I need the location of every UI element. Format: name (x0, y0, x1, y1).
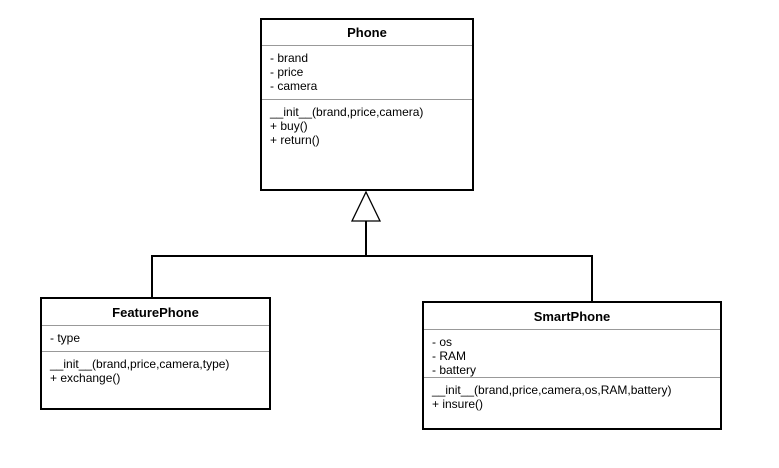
uml-attribute: - RAM (432, 349, 466, 363)
uml-attribute: - type (50, 331, 81, 345)
class-box-smartphone: SmartPhone - os - RAM - battery __init__… (422, 301, 722, 430)
attributes-section-phone: - brand - price - camera (262, 46, 472, 100)
methods-section-phone: __init__(brand,price,camera) + buy() + r… (262, 100, 472, 189)
uml-attribute: - camera (270, 79, 318, 93)
uml-method: + exchange() (50, 371, 121, 385)
methods-section-smartphone: __init__(brand,price,camera,os,RAM,batte… (424, 378, 720, 428)
uml-attribute: - battery (432, 363, 477, 377)
uml-attribute: - os (432, 335, 453, 349)
uml-method: + return() (270, 133, 320, 147)
uml-attribute: - price (270, 65, 304, 79)
uml-method: + insure() (432, 397, 484, 411)
uml-method: __init__(brand,price,camera) (270, 105, 424, 119)
attributes-section-smartphone: - os - RAM - battery (424, 330, 720, 378)
methods-section-featurephone: __init__(brand,price,camera,type) + exch… (42, 352, 269, 408)
uml-method: __init__(brand,price,camera,type) (50, 357, 230, 371)
class-title-phone: Phone (262, 20, 472, 46)
class-title-featurephone: FeaturePhone (42, 299, 269, 326)
uml-method: __init__(brand,price,camera,os,RAM,batte… (432, 383, 672, 397)
attributes-section-featurephone: - type (42, 326, 269, 352)
class-box-featurephone: FeaturePhone - type __init__(brand,price… (40, 297, 271, 410)
class-box-phone: Phone - brand - price - camera __init__(… (260, 18, 474, 191)
uml-method: + buy() (270, 119, 308, 133)
uml-attribute: - brand (270, 51, 309, 65)
class-title-smartphone: SmartPhone (424, 303, 720, 330)
inheritance-triangle-icon (350, 190, 382, 222)
